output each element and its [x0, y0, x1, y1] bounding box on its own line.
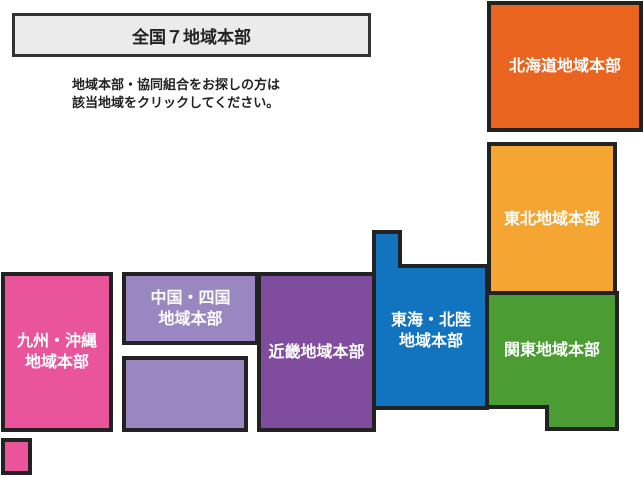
region-shikoku-block[interactable] [122, 356, 248, 432]
region-chugoku-shikoku-label: 中国・四国 地域本部 [150, 288, 230, 330]
region-kyushu-okinawa-line-1: 九州・沖縄 [16, 331, 97, 351]
region-kyushu-okinawa-line-2: 地域本部 [24, 352, 89, 371]
region-tokai-hokuriku-line-1: 東海・北陸 [390, 310, 471, 329]
instruction-line-2: 該当地域をクリックしてください。 [72, 96, 280, 111]
page-title: 全国７地域本部 [12, 13, 371, 57]
instruction-text: 地域本部・協同組合をお探しの方は 該当地域をクリックしてください。 [72, 77, 372, 113]
region-kanto-label: 関東地域本部 [503, 340, 600, 359]
region-tohoku[interactable]: 東北地域本部 [487, 142, 617, 297]
region-kinki[interactable]: 近畿地域本部 [257, 272, 376, 432]
region-kyushu-okinawa-label: 九州・沖縄 地域本部 [17, 331, 97, 373]
region-kyushu-okinawa[interactable]: 九州・沖縄 地域本部 [1, 272, 113, 432]
region-tokai-hokuriku-label-wrap[interactable]: 東海・北陸 地域本部 [376, 310, 486, 352]
region-chugoku-shikoku-line-1: 中国・四国 [150, 287, 231, 307]
region-tokai-hokuriku-line-2: 地域本部 [398, 330, 463, 350]
region-kinki-label: 近畿地域本部 [268, 341, 365, 361]
region-chugoku-shikoku-line-2: 地域本部 [158, 308, 223, 328]
region-hokkaido[interactable]: 北海道地域本部 [487, 1, 643, 132]
instruction-line-1: 地域本部・協同組合をお探しの方は [72, 78, 281, 93]
page-title-text: 全国７地域本部 [132, 27, 251, 48]
region-kanto-label-wrap[interactable]: 関東地域本部 [489, 340, 615, 361]
region-hokkaido-label: 北海道地域本部 [508, 56, 621, 76]
region-chugoku-shikoku[interactable]: 中国・四国 地域本部 [122, 272, 259, 345]
region-tohoku-label: 東北地域本部 [503, 209, 600, 229]
region-okinawa-island[interactable] [1, 438, 32, 475]
